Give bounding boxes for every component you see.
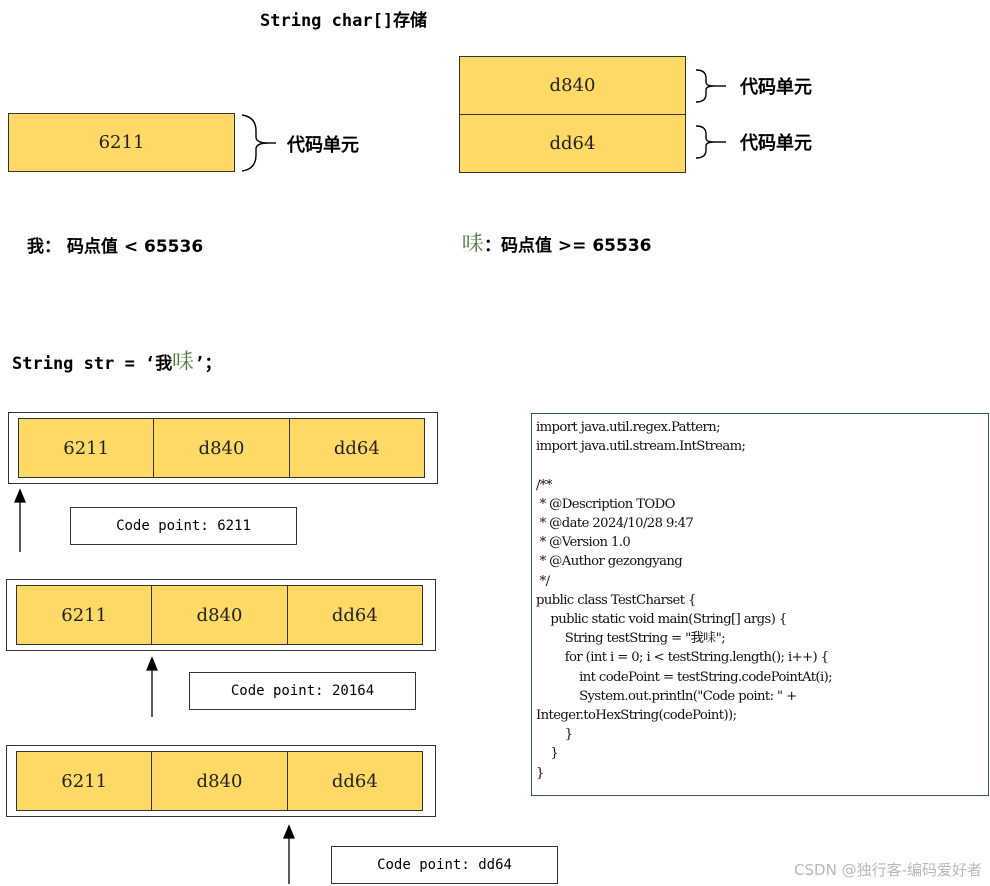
- arrow-up-icon: [283, 824, 295, 839]
- char-array-row: 6211 d840 dd64: [16, 585, 423, 645]
- brace-icon: [241, 114, 276, 172]
- code-unit-label: 代码单元: [287, 135, 359, 156]
- code-point-label: Code point: 6211: [70, 507, 297, 545]
- array-cell: d840: [154, 419, 290, 477]
- array-cell: dd64: [289, 419, 424, 477]
- array-cell: 6211: [19, 419, 155, 477]
- array-cell: 6211: [17, 752, 153, 810]
- java-source: import java.util.regex.Pattern; import j…: [536, 420, 833, 781]
- note-supplementary: 𠱤：码点值 >= 65536: [462, 232, 652, 257]
- code-unit-cell: dd64: [459, 114, 686, 173]
- code-unit-label: 代码单元: [740, 77, 812, 98]
- array-cell: dd64: [287, 586, 422, 644]
- supplementary-char: 𠱤: [462, 232, 485, 257]
- char-array-row: 6211 d840 dd64: [18, 418, 425, 478]
- array-cell: d840: [152, 586, 288, 644]
- brace-icon: [695, 125, 726, 159]
- watermark: CSDN @独行客-编码爱好者: [794, 861, 982, 879]
- diagram-title: String char[]存储: [260, 11, 428, 31]
- array-cell: d840: [152, 752, 288, 810]
- note-bmp: 我： 码点值 < 65536: [27, 237, 204, 257]
- code-point-label: Code point: 20164: [189, 672, 416, 710]
- code-point-label: Code point: dd64: [331, 846, 558, 884]
- string-declaration: String str = ‘我𠱤’；: [12, 350, 222, 375]
- array-cell: 6211: [17, 586, 153, 644]
- code-unit-label: 代码单元: [740, 133, 812, 154]
- arrow-up-icon: [146, 656, 158, 671]
- array-cell: dd64: [287, 752, 422, 810]
- code-unit-cell: d840: [459, 56, 686, 115]
- code-panel: import java.util.regex.Pattern; import j…: [531, 413, 989, 796]
- code-unit-cell: 6211: [8, 113, 235, 172]
- brace-icon: [695, 69, 726, 103]
- char-array-row: 6211 d840 dd64: [16, 751, 423, 811]
- arrow-up-icon: [14, 488, 26, 503]
